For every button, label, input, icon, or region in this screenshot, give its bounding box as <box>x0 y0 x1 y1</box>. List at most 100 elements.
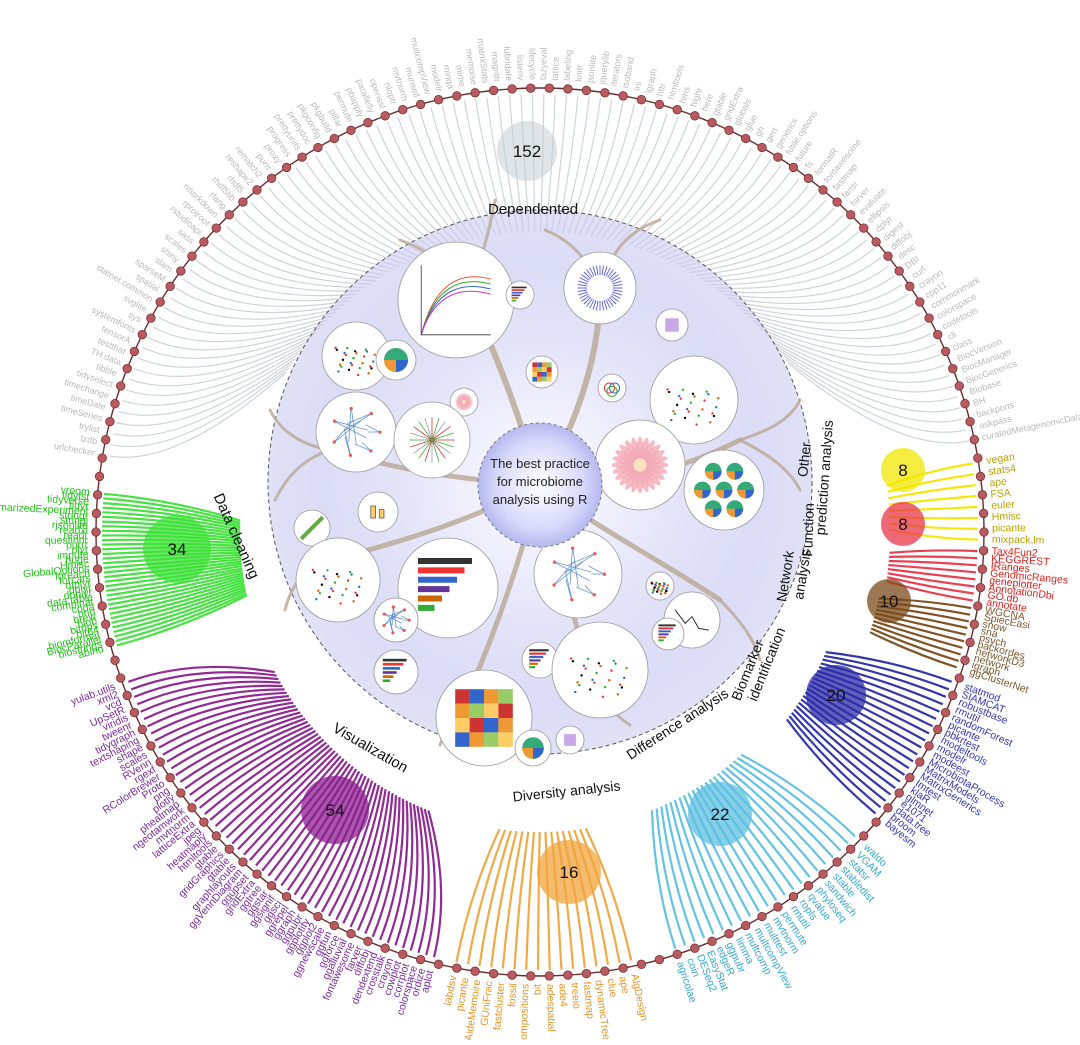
ring-dot <box>544 83 554 93</box>
fan-line <box>673 799 724 931</box>
ring-dot <box>915 757 925 767</box>
count-bubble-network <box>867 579 911 623</box>
fan-line <box>129 340 310 387</box>
fan-line <box>478 830 512 966</box>
ring-dot <box>238 857 248 867</box>
package-label: coda <box>71 601 96 617</box>
ring-dot <box>92 490 103 500</box>
fan-line <box>199 729 316 809</box>
ring-dot <box>92 564 103 574</box>
fan-line <box>740 753 856 838</box>
package-label: treeio <box>568 982 582 1009</box>
ring-dot <box>137 329 147 340</box>
fan-line <box>644 147 752 252</box>
fan-line <box>140 684 283 713</box>
package-label: picante <box>454 977 471 1013</box>
thumbnail-scatter <box>649 355 739 445</box>
package-label: readxl <box>59 525 88 537</box>
ring-dot <box>924 313 934 323</box>
fan-line <box>409 805 424 951</box>
ring-dot <box>105 637 115 648</box>
ring-dot <box>803 881 814 891</box>
fan-line <box>763 332 946 374</box>
package-label: listenv <box>515 55 526 81</box>
fan-line <box>584 828 633 961</box>
package-labels: urlcheckertzdbtrylisttimeSeriestimeDatet… <box>0 36 1080 1045</box>
package-label: dtplyr <box>65 577 92 592</box>
thumbnail-nets <box>533 529 623 619</box>
ring-dot <box>176 266 186 276</box>
ring-dot <box>224 210 234 220</box>
fan-line <box>664 804 706 939</box>
ring-dot <box>281 162 292 173</box>
ring-dot <box>137 724 147 735</box>
fan-line <box>639 142 742 250</box>
package-label: bitops <box>69 620 99 638</box>
ring-dot <box>690 111 700 121</box>
package-label: GlobalOptions <box>23 563 90 580</box>
fan-line <box>795 705 896 789</box>
package-label: readr <box>63 529 88 541</box>
fan-line <box>728 763 834 859</box>
count-label-function: 8 <box>898 515 907 534</box>
ring-dot <box>110 655 120 665</box>
ring-dot <box>600 966 610 976</box>
fan-line <box>695 214 844 276</box>
ring-dot <box>346 125 356 135</box>
package-label: knitr <box>573 64 584 82</box>
package-label: vroom <box>60 484 90 499</box>
fan-line <box>748 315 926 340</box>
group-label-diversity-analysis: Diversity analysis <box>512 777 621 804</box>
fan-line <box>466 829 507 965</box>
package-label: fossil <box>506 983 519 1008</box>
thumbnail-box <box>357 491 399 533</box>
package-label: stringi <box>60 514 88 527</box>
package-label: blob <box>76 615 98 631</box>
fan-line <box>277 180 406 265</box>
ring-dot <box>965 416 975 427</box>
group-label-other: Other <box>794 441 814 478</box>
fan-line <box>401 804 419 949</box>
fan-line <box>225 225 376 282</box>
ring-dot <box>846 210 856 220</box>
ring-dot <box>91 545 102 556</box>
ring-dot <box>297 902 307 912</box>
count-bubble-dependented <box>497 121 557 181</box>
ring-dot <box>788 891 799 902</box>
package-label: compositions <box>518 984 532 1040</box>
ring-dot <box>741 920 751 931</box>
fan-line <box>788 363 969 444</box>
package-label: trylist <box>78 420 101 435</box>
ring-dot <box>636 959 647 969</box>
ring-dot <box>672 105 682 115</box>
ring-dot <box>883 803 893 813</box>
ring-dot <box>973 453 983 463</box>
fan-line <box>194 726 314 803</box>
ring-dot <box>224 844 234 854</box>
fan-line <box>501 831 524 969</box>
ring-dot <box>965 637 975 648</box>
ring-dot <box>803 173 814 183</box>
fan-line <box>423 808 436 956</box>
ring-dot <box>101 435 111 445</box>
thumbnail-heat <box>525 355 559 389</box>
fan-line <box>455 828 501 963</box>
fan-line <box>869 631 957 669</box>
ring-dot <box>91 508 102 519</box>
ring-dot <box>933 724 943 735</box>
package-label: jsonlite <box>585 54 598 84</box>
thumbnail-flower <box>594 419 686 511</box>
fan-line <box>242 209 386 276</box>
fan-line <box>158 315 333 335</box>
ring-dot <box>155 297 165 307</box>
mini-plot-thumbnails <box>293 241 765 767</box>
package-label: questionr <box>45 534 89 547</box>
fan-line <box>744 312 921 332</box>
fan-line <box>732 760 842 852</box>
ring-dot <box>871 237 881 247</box>
fan-line <box>888 484 976 500</box>
count-label-network: 10 <box>880 592 899 611</box>
package-label: lubridate <box>502 46 514 81</box>
fan-line <box>225 744 330 839</box>
ring-dot <box>91 527 101 537</box>
